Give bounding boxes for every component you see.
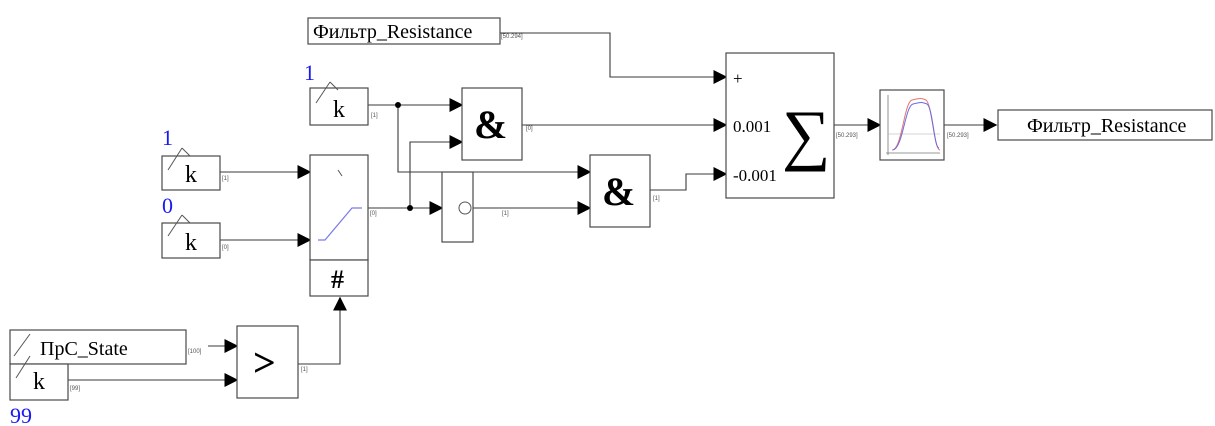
svg-text:&: & [474, 102, 507, 147]
sum-block[interactable]: + 0.001 -0.001 ∑ [50.293] [725, 52, 858, 199]
svg-text:[50.293]: [50.293] [836, 133, 858, 139]
wire-filter-to-sum-plus [500, 32, 728, 84]
and-block-1[interactable]: & [0] [461, 87, 533, 161]
filter-output-tag[interactable]: Фильтр_Resistance [997, 109, 1213, 141]
wire-compare-to-switch [298, 296, 347, 365]
constant-k1[interactable]: 1 k [1] [304, 60, 378, 126]
svg-text:[1]: [1] [502, 211, 509, 217]
not-block[interactable]: [1] [441, 171, 509, 243]
filter-curve-icon [886, 95, 941, 155]
connection-wires [67, 32, 998, 387]
junction-dot-1 [395, 102, 401, 108]
svg-text:k: k [33, 369, 45, 395]
filter-input-tag[interactable]: Фильтр_Resistance [50.294] [307, 17, 523, 45]
svg-text:[1]: [1] [301, 367, 308, 373]
filter-block[interactable]: [50.293] [879, 89, 969, 161]
wire-k4-to-compare [67, 362, 239, 387]
svg-text:[0]: [0] [370, 211, 377, 217]
compare-symbol: > [253, 340, 276, 385]
svg-text:[50.294]: [50.294] [501, 34, 523, 40]
svg-text:[1]: [1] [371, 113, 378, 119]
sum-input-plus: + [733, 69, 743, 88]
state-input-tag[interactable]: ПрС_State [100] [9, 329, 202, 365]
svg-text:[50.293]: [50.293] [947, 133, 969, 139]
constant-k3[interactable]: 0 k [0] [161, 193, 229, 259]
constant-k2[interactable]: 1 k [1] [161, 125, 229, 191]
compare-block[interactable]: > [1] [236, 325, 308, 399]
svg-text:k: k [185, 162, 197, 188]
constant-k3-value: 0 [162, 193, 173, 218]
wire-and2-to-sum [650, 167, 728, 191]
wire-switch-branch-and1 [409, 135, 464, 208]
and-block-2[interactable]: & [1] [589, 154, 660, 228]
svg-text:[0]: [0] [526, 126, 533, 132]
svg-text:&: & [602, 169, 635, 214]
svg-text:k: k [185, 230, 197, 256]
switch-control-symbol: # [331, 265, 344, 294]
constant-k1-value: 1 [304, 60, 315, 85]
junction-dot-2 [407, 205, 413, 211]
switch-block[interactable]: # [0] [309, 154, 377, 297]
svg-text:[99]: [99] [70, 386, 80, 392]
svg-text:[1]: [1] [222, 176, 229, 182]
constant-k4-value: 99 [10, 403, 32, 426]
svg-text:k: k [333, 97, 345, 123]
svg-text:[1]: [1] [653, 196, 660, 202]
constant-k4[interactable]: k [99] 99 [9, 355, 80, 426]
constant-k2-value: 1 [162, 125, 173, 150]
sum-symbol: ∑ [782, 96, 830, 172]
sum-input-gain-1: 0.001 [733, 117, 771, 136]
svg-text:[100]: [100] [188, 349, 202, 355]
svg-text:[0]: [0] [222, 245, 229, 251]
state-input-label: ПрС_State [40, 338, 128, 360]
wire-k1-branch [397, 105, 592, 179]
filter-output-label: Фильтр_Resistance [1027, 115, 1186, 137]
sum-input-gain-2: -0.001 [733, 166, 777, 185]
filter-input-label: Фильтр_Resistance [313, 21, 472, 43]
